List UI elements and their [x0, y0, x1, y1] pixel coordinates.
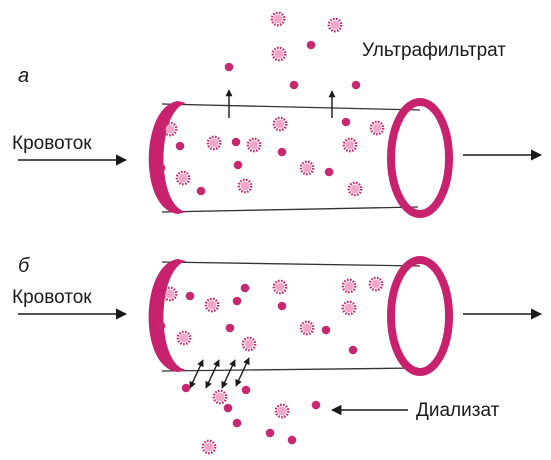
- solute-dot: [241, 284, 250, 293]
- solute-dot: [233, 297, 242, 306]
- solute-dot: [226, 324, 235, 333]
- solute-dot: [290, 81, 299, 90]
- solute-dot: [233, 419, 242, 428]
- solute-dot: [176, 142, 185, 151]
- panel-a-inflow-label: Кровоток: [12, 133, 92, 154]
- solute-dot: [325, 168, 334, 177]
- solute-dot: [157, 164, 166, 173]
- panel-a-letter: а: [18, 65, 29, 87]
- panel-b-inflow-label: Кровоток: [12, 287, 92, 308]
- spiky-molecule: [177, 172, 189, 184]
- spiky-molecule: [274, 118, 286, 130]
- panel-a-tube-left-wall: [149, 101, 186, 214]
- solute-dot: [225, 63, 234, 72]
- spiky-molecule: [370, 278, 382, 290]
- solute-dot: [224, 404, 233, 413]
- spiky-molecule: [208, 137, 220, 149]
- panel-a-tube-bottom-edge: [162, 207, 418, 212]
- panel-b-tube-right-opening: [391, 260, 449, 372]
- panel-b-tube-bottom-edge: [162, 368, 418, 371]
- solute-dot: [312, 401, 321, 410]
- spiky-molecule: [329, 19, 341, 31]
- exchange-double-arrow: [206, 360, 219, 388]
- solute-dot: [349, 346, 358, 355]
- solute-dot: [157, 322, 166, 331]
- panel-b-tube-left-wall: [149, 259, 186, 372]
- solute-dot: [278, 302, 287, 311]
- spiky-molecule: [272, 13, 284, 25]
- solute-dot: [197, 187, 206, 196]
- panel-b-particles: [157, 278, 382, 453]
- exchange-double-arrow: [236, 358, 249, 386]
- panel-b: б Кровоток Диализат: [12, 255, 541, 453]
- exchange-double-arrow: [222, 360, 235, 388]
- panel-a-tube-right-opening: [391, 102, 449, 214]
- spiky-molecule: [248, 139, 260, 151]
- spiky-molecule: [274, 281, 286, 293]
- spiky-molecule: [273, 48, 285, 60]
- panel-b-tube-top-edge: [162, 262, 420, 266]
- spiky-molecule: [349, 183, 361, 195]
- spiky-molecule: [203, 441, 215, 453]
- dialysate-label: Диализат: [416, 400, 500, 421]
- panel-b-letter: б: [18, 255, 30, 277]
- spiky-molecule: [239, 180, 251, 192]
- spiky-molecule: [301, 322, 313, 334]
- spiky-molecule: [343, 302, 355, 314]
- panel-a-tube-top-edge: [162, 104, 420, 110]
- solute-dot: [266, 429, 275, 438]
- spiky-molecule: [276, 405, 288, 417]
- solute-dot: [232, 138, 241, 147]
- solute-dot: [307, 41, 316, 50]
- panel-a: а Ультрафильтрат Кровоток: [12, 13, 541, 214]
- solute-dot: [182, 384, 191, 393]
- solute-dot: [242, 386, 251, 395]
- solute-dot: [288, 436, 297, 445]
- spiky-molecule: [206, 299, 218, 311]
- solute-dot: [278, 148, 287, 157]
- spiky-molecule: [214, 391, 226, 403]
- spiky-molecule: [371, 122, 383, 134]
- solute-dot: [342, 118, 351, 127]
- solute-dot: [322, 326, 331, 335]
- spiky-molecule: [301, 162, 313, 174]
- spiky-molecule: [178, 332, 190, 344]
- exchange-double-arrow: [190, 360, 203, 388]
- solute-dot: [234, 161, 243, 170]
- spiky-molecule: [344, 139, 356, 151]
- solute-dot: [352, 81, 361, 90]
- ultrafiltrate-label: Ультрафильтрат: [362, 40, 506, 61]
- solute-dot: [186, 292, 195, 301]
- spiky-molecule: [343, 280, 355, 292]
- spiky-molecule: [243, 338, 255, 350]
